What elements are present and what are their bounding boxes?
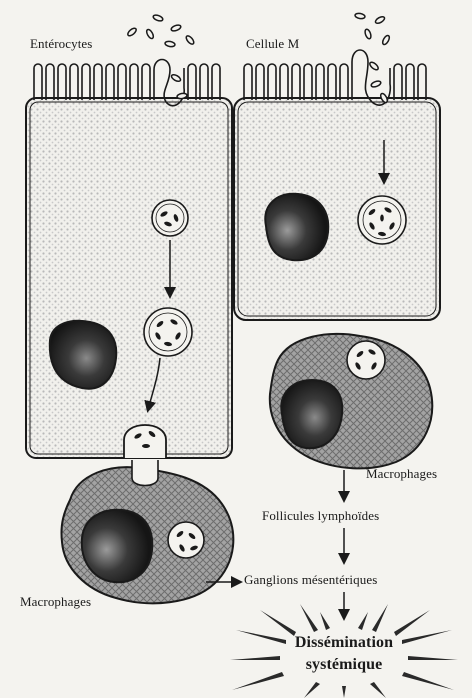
- m-cell-nucleus: [265, 194, 328, 260]
- macrophage-right-nucleus: [281, 380, 342, 448]
- label-ganglions: Ganglions mésentériques: [244, 572, 377, 588]
- label-dissemination-line2: systémique: [284, 656, 404, 674]
- vacuole-middle: [144, 308, 192, 356]
- m-cell-microvilli: [244, 50, 426, 105]
- label-dissemination-line1: Dissémination: [284, 634, 404, 652]
- exocytosis-vacuole: [124, 425, 166, 458]
- bacteria-outside: [127, 13, 391, 104]
- label-cellule-m: Cellule M: [246, 36, 299, 52]
- label-macrophages-left: Macrophages: [20, 594, 91, 610]
- macrophage-right-vacuole: [347, 341, 385, 379]
- macrophage-left-nucleus: [82, 510, 152, 582]
- macrophage-left-vacuole: [168, 522, 204, 558]
- label-macrophages-right: Macrophages: [366, 466, 437, 482]
- m-cell-vacuole: [358, 196, 406, 244]
- macrophage-right: [270, 334, 432, 469]
- enterocyte-cell: [26, 60, 232, 459]
- label-follicules: Follicules lymphoïdes: [262, 508, 379, 524]
- vacuole-top: [152, 200, 188, 236]
- m-cell: [234, 50, 440, 320]
- label-enterocytes: Entérocytes: [30, 36, 92, 52]
